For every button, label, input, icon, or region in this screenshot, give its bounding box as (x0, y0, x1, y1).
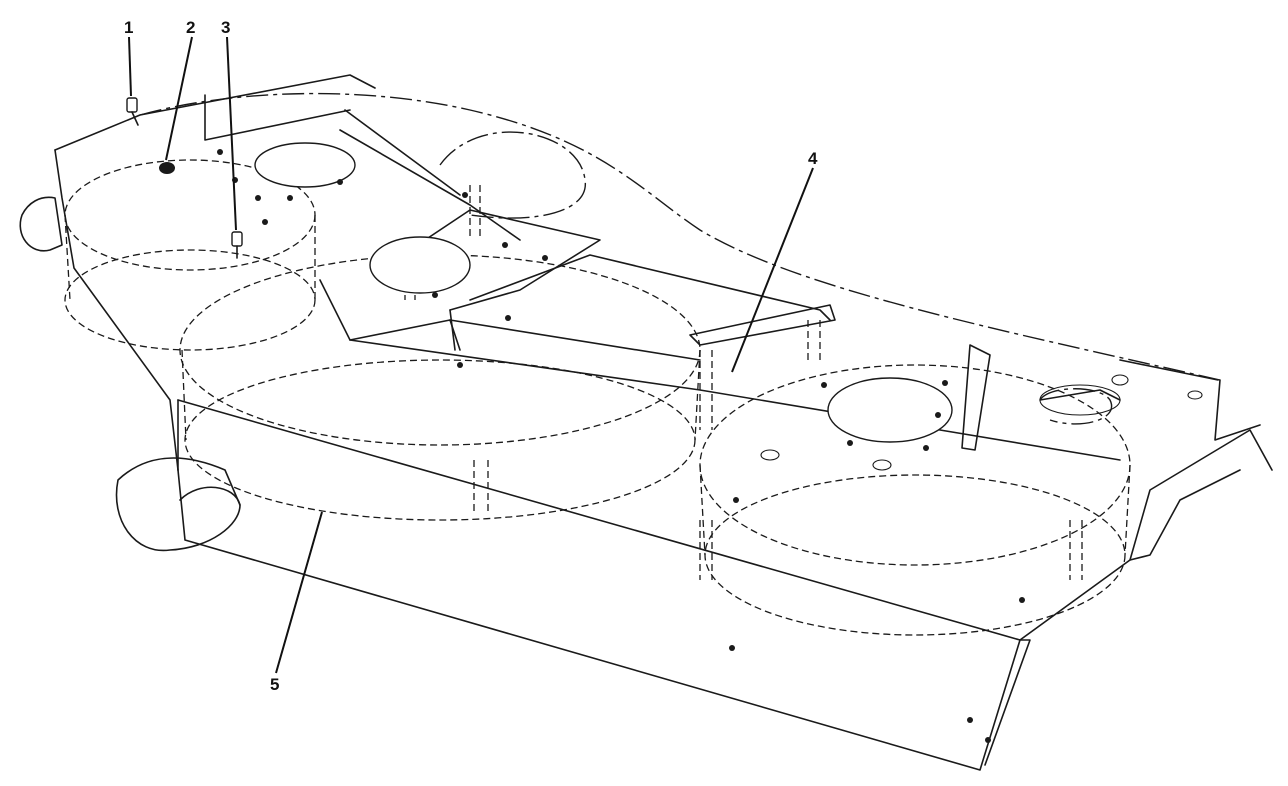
callout-1: 1 (124, 18, 133, 37)
blade-housing-center (179, 254, 701, 521)
callout-3: 3 (221, 18, 230, 37)
anti-scalp-roller (115, 457, 241, 552)
callout-5: 5 (270, 675, 279, 694)
belt-path (439, 131, 1113, 425)
callout-4: 4 (808, 149, 818, 168)
bolt-part-3 (231, 231, 243, 259)
callout-2: 2 (186, 18, 195, 37)
blade-housing-right (699, 364, 1131, 636)
bolt-part-1 (126, 97, 139, 126)
mounting-holes (217, 149, 1203, 743)
left-wheel-bracket (19, 196, 63, 252)
blade-housing-left (64, 159, 316, 351)
leader-lines (128, 36, 814, 674)
spindle-openings (254, 142, 1121, 443)
nut-part-2 (159, 162, 175, 174)
